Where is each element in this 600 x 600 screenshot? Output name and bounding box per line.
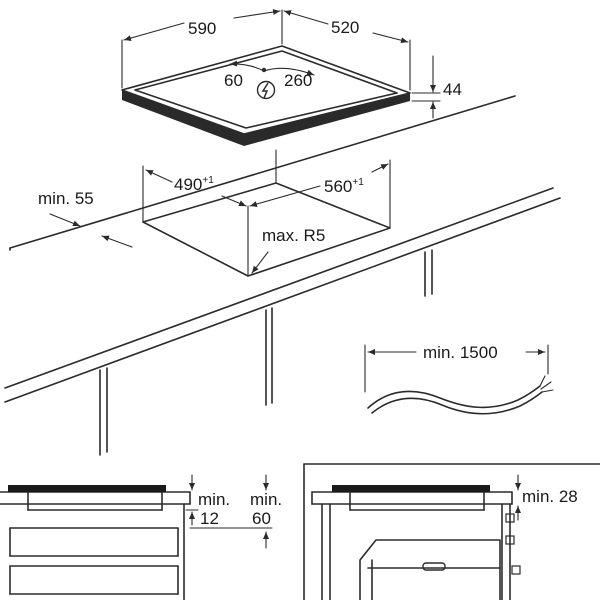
svg-text:490+1: 490+1 bbox=[174, 175, 214, 194]
dim-min-back-distance: min. 55 bbox=[38, 189, 133, 248]
dim-hob-width: 590 bbox=[123, 9, 281, 41]
mains-cable: min. 1500 bbox=[364, 343, 554, 415]
label-right-min: min. 28 bbox=[522, 487, 578, 506]
dim-hob-height: 44 bbox=[430, 55, 462, 119]
label-connection-left: 60 bbox=[224, 71, 243, 90]
dim-cutout-depth: 490+1 bbox=[145, 169, 247, 207]
dim-hob-depth: 520 bbox=[283, 10, 409, 44]
label-cutout-depth: 490 bbox=[174, 175, 202, 194]
label-hob-depth: 520 bbox=[331, 18, 359, 37]
worktop bbox=[4, 95, 561, 456]
label-mid-min-value: 60 bbox=[252, 509, 271, 528]
label-hob-height: 44 bbox=[443, 80, 462, 99]
label-hob-width: 590 bbox=[188, 19, 216, 38]
dim-connection-point: 60 260 bbox=[224, 60, 315, 100]
label-mid-min: min. bbox=[250, 490, 282, 509]
label-left-min: min. bbox=[198, 490, 230, 509]
label-max-radius: max. R5 bbox=[262, 226, 325, 245]
worktop-cutout bbox=[142, 149, 391, 277]
section-built-in-oven: min. 28 bbox=[303, 463, 600, 600]
label-cutout-depth-tolerance: +1 bbox=[202, 175, 214, 186]
svg-text:560+1: 560+1 bbox=[324, 177, 364, 196]
dim-max-radius: max. R5 bbox=[251, 226, 325, 274]
label-cutout-width: 560 bbox=[324, 177, 352, 196]
label-left-min-value: 12 bbox=[200, 509, 219, 528]
label-min-cable: min. 1500 bbox=[423, 343, 498, 362]
section-built-in-left: min. 12 min. 60 bbox=[0, 474, 282, 600]
electric-connection-icon bbox=[256, 80, 276, 100]
dim-cutout-width: 560+1 bbox=[249, 163, 389, 207]
hob-illustration bbox=[121, 9, 441, 146]
label-cutout-width-tolerance: +1 bbox=[352, 177, 364, 188]
label-connection-right: 260 bbox=[284, 71, 312, 90]
label-min-back-distance: min. 55 bbox=[38, 189, 94, 208]
